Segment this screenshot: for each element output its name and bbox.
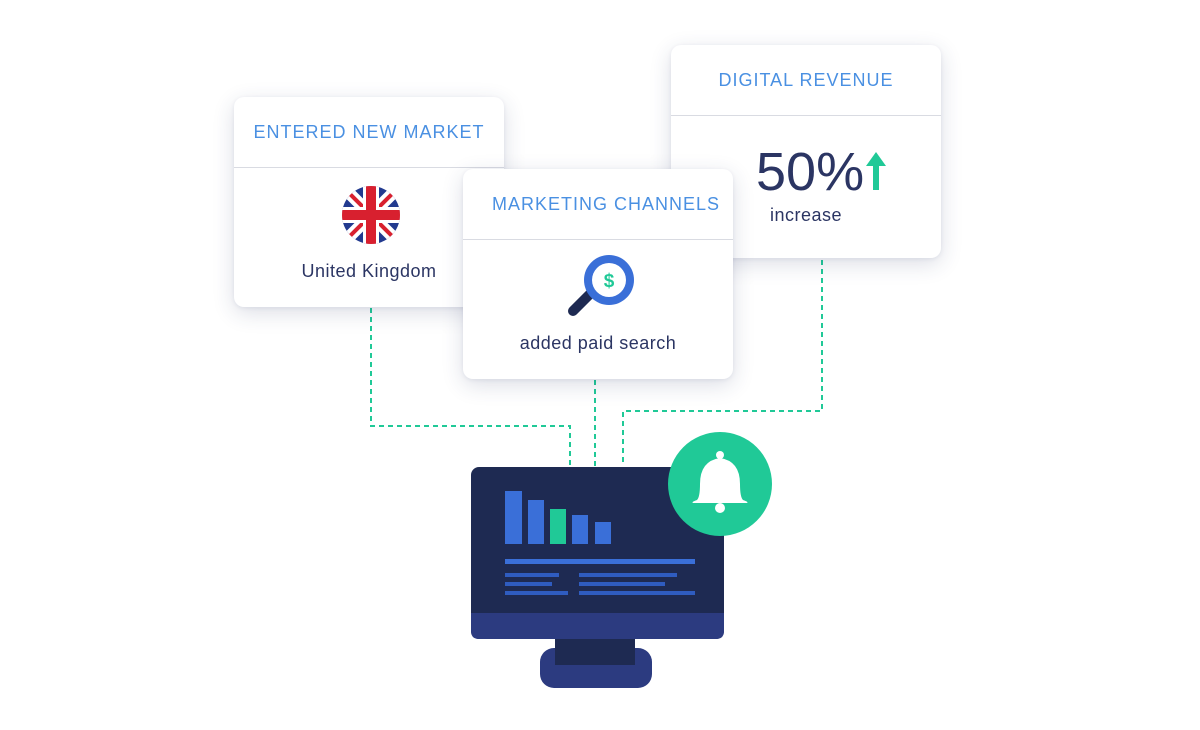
revenue-card-title: DIGITAL REVENUE xyxy=(671,45,941,116)
revenue-card-caption: increase xyxy=(769,205,843,225)
monitor-bar-1 xyxy=(505,491,522,544)
svg-text:$: $ xyxy=(604,271,615,292)
market-card: ENTERED NEW MARKET United Kingdom xyxy=(234,97,504,307)
monitor-bar-3 xyxy=(550,509,566,544)
monitor-bar-2 xyxy=(528,500,544,544)
channels-card-caption: added paid search xyxy=(519,333,677,353)
channels-card: MARKETING CHANNELS $ added paid search xyxy=(463,169,733,379)
channels-card-title: MARKETING CHANNELS xyxy=(463,169,733,240)
up-arrow-icon xyxy=(866,152,886,190)
uk-flag-icon xyxy=(342,186,400,244)
connector-line-revenue xyxy=(622,260,823,466)
market-card-caption: United Kingdom xyxy=(301,261,437,281)
revenue-value: 50% xyxy=(756,142,865,202)
connector-line-market xyxy=(370,308,571,466)
market-card-title: ENTERED NEW MARKET xyxy=(234,97,504,168)
bell-icon xyxy=(668,432,772,536)
monitor-bar-4 xyxy=(572,515,588,544)
monitor-bar-5 xyxy=(595,522,611,544)
monitor-icon xyxy=(471,467,724,688)
magnifier-dollar-icon: $ xyxy=(568,255,634,316)
